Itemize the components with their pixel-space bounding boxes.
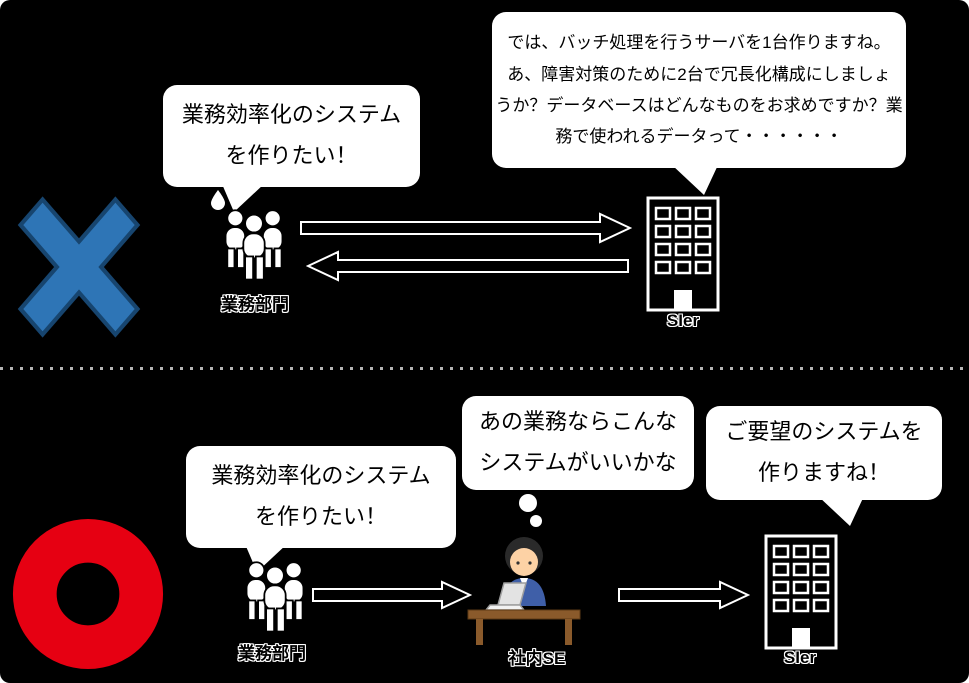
people-label-bottom: 業務部門 xyxy=(238,644,306,663)
arrow-right-icon xyxy=(312,580,472,610)
arrow-left-icon xyxy=(306,250,629,282)
sier-speech-bubble-top: では、バッチ処理を行うサーバを1台作りますね。 あ、障害対策のために2台で冗長化… xyxy=(492,12,906,168)
building-label-top: SIer xyxy=(666,311,700,330)
people-group-icon xyxy=(245,561,305,633)
bubble-line: うか？データベースはどんなものをお求めですか？業 xyxy=(495,96,903,115)
bubble-line: ご要望のシステムを xyxy=(725,419,923,445)
bubble-line: あ、障害対策のために2台で冗長化構成にしましょ xyxy=(507,64,891,84)
bubble-line: 業務効率化のシステム xyxy=(181,102,402,128)
o-mark-icon xyxy=(12,518,164,670)
sier-speech-bubble-bottom: ご要望のシステムを 作りますね！ xyxy=(706,406,942,500)
o-mark-shape xyxy=(12,518,164,670)
x-mark-icon xyxy=(17,196,141,338)
building-icon xyxy=(646,196,720,312)
arrow-right-icon xyxy=(300,212,632,244)
thought-dot xyxy=(530,515,542,527)
bubble-line: では、バッチ処理を行うサーバを1台作りますね。 xyxy=(507,33,891,53)
se-thought-bubble: あの業務ならこんな システムがいいかな xyxy=(462,396,694,490)
arrow-right-icon xyxy=(618,580,750,610)
sweat-drops-icon xyxy=(211,188,239,210)
request-speech-bubble-top: 業務効率化のシステム を作りたい！ xyxy=(163,85,420,187)
bubble-line: システムがいいかな xyxy=(479,450,677,475)
speech-tail xyxy=(818,496,864,526)
bubble-line: を作りたい！ xyxy=(254,504,387,529)
request-speech-bubble-bottom: 業務効率化のシステム を作りたい！ xyxy=(186,446,456,548)
people-label-top: 業務部門 xyxy=(221,295,289,314)
se-label: 社内SE xyxy=(508,649,566,668)
thought-dot xyxy=(519,494,537,512)
se-person-at-desk-icon xyxy=(467,537,581,645)
bubble-line: あの業務ならこんな xyxy=(478,409,677,435)
bubble-line: 業務効率化のシステム xyxy=(211,463,431,489)
building-icon xyxy=(764,534,838,650)
speech-tail xyxy=(672,165,718,195)
people-group-icon xyxy=(224,209,284,281)
bubble-line: 作りますね！ xyxy=(757,460,890,485)
bubble-line: を作りたい！ xyxy=(225,143,358,168)
bubble-line: 務で使われるデータって・・・・・・ xyxy=(555,127,843,147)
x-mark-shape xyxy=(17,196,141,338)
section-divider xyxy=(0,367,969,370)
building-label-bottom: SIer xyxy=(783,648,817,667)
